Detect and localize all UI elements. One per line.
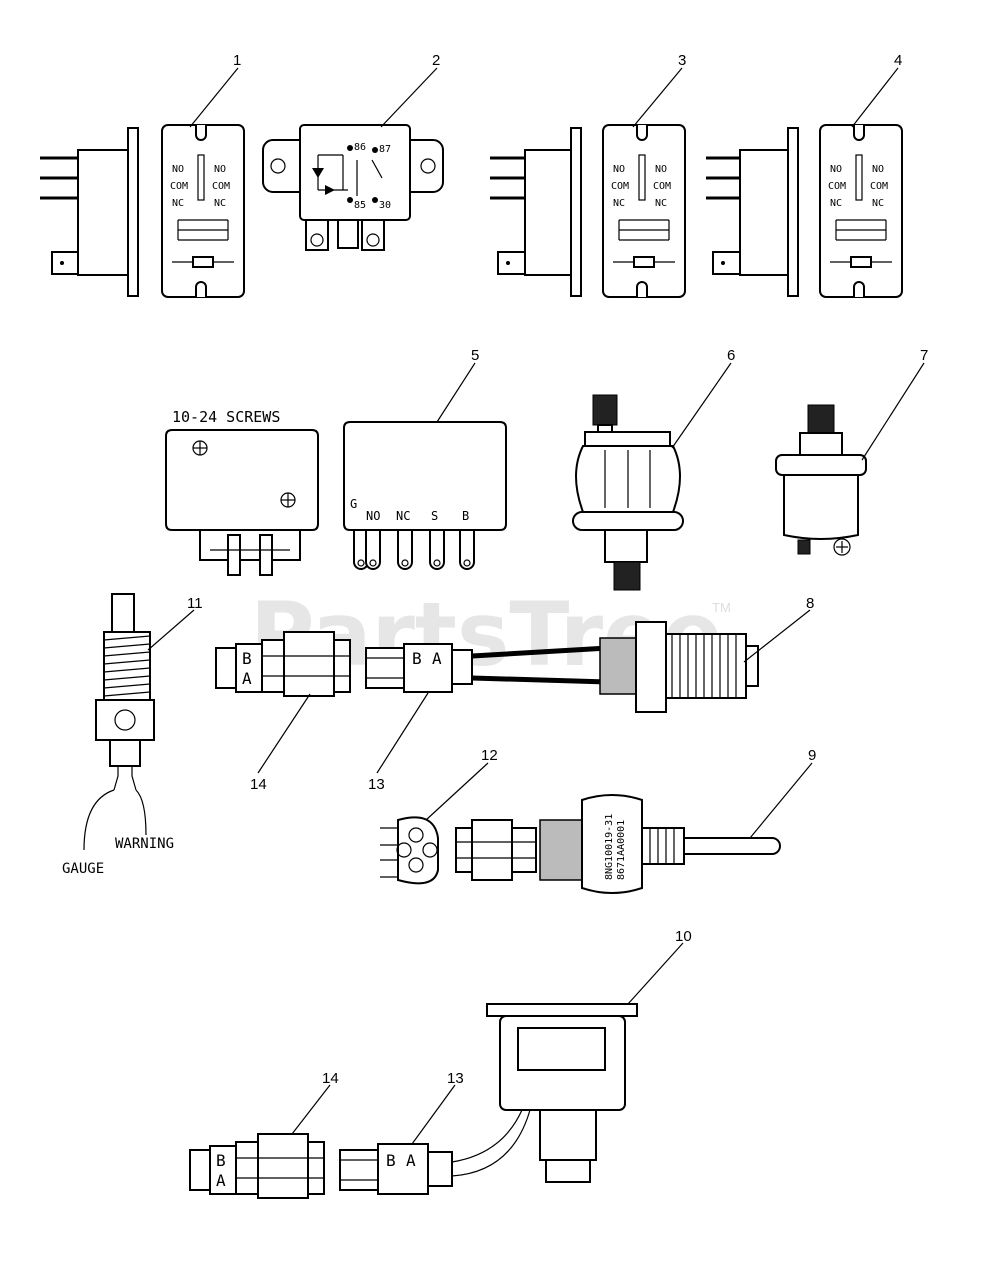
- relay3-com-right: COM: [653, 181, 671, 192]
- relay2-pin-87: 87: [379, 144, 391, 155]
- callout-13-upper: 13: [368, 776, 385, 793]
- part-9-sender[interactable]: 8NG10019-31 8671AA0001: [539, 794, 781, 894]
- c14-upper-letter-a: A: [242, 669, 252, 688]
- part-12-connector[interactable]: [380, 816, 537, 885]
- callout-10: 10: [675, 928, 692, 945]
- part-13-connector-lower[interactable]: B A: [339, 1143, 453, 1195]
- relay3-com-left: COM: [611, 181, 629, 192]
- relay1-nc-left: NC: [172, 198, 184, 209]
- c13-upper-letter-b: B: [412, 649, 422, 668]
- callout-3: 3: [678, 52, 686, 69]
- callout-8: 8: [806, 595, 814, 612]
- terminal-nc: NC: [396, 509, 410, 523]
- part-14-connector-upper[interactable]: B A: [215, 631, 351, 697]
- relay1-no-left: NO: [172, 164, 184, 175]
- c14-lower-letter-a: A: [216, 1171, 226, 1190]
- sender9-serial: 8671AA0001: [616, 820, 627, 880]
- callout-2: 2: [432, 52, 440, 69]
- callout-14-upper: 14: [250, 776, 267, 793]
- callout-12: 12: [481, 747, 498, 764]
- relay4-nc-right: NC: [872, 198, 884, 209]
- callout-6: 6: [727, 347, 735, 364]
- c13-upper-letter-a: A: [432, 649, 442, 668]
- c13-lower-letter-a: A: [406, 1151, 416, 1170]
- relay1-com-left: COM: [170, 181, 188, 192]
- terminal-no: NO: [366, 509, 380, 523]
- terminal-s: S: [431, 509, 438, 523]
- part-1-relay[interactable]: NO NO COM COM NC NC: [40, 124, 245, 298]
- warning-lead-label: WARNING: [115, 836, 174, 852]
- relay1-nc-right: NC: [214, 198, 226, 209]
- callout-14-lower: 14: [322, 1070, 339, 1087]
- part-4-relay[interactable]: NO NO COM COM NC NC: [706, 124, 903, 298]
- callout-9: 9: [808, 747, 816, 764]
- relay1-no-right: NO: [214, 164, 226, 175]
- relay4-no-right: NO: [872, 164, 884, 175]
- relay2-pin-85: 85: [354, 200, 366, 211]
- part-2-relay[interactable]: 86 87 85 30: [262, 124, 444, 251]
- callout-leaders: [147, 67, 925, 1145]
- callout-numbers: 1 2 3 4 5 6 7 11 8 14 13 12 9 10 14 13: [187, 52, 928, 1087]
- callout-1: 1: [233, 52, 241, 69]
- c13-lower-letter-b: B: [386, 1151, 396, 1170]
- gauge-lead-label: GAUGE: [62, 861, 104, 877]
- part-6-oil-pressure-sender[interactable]: [572, 394, 684, 591]
- relay4-no-left: NO: [830, 164, 842, 175]
- relay3-no-right: NO: [655, 164, 667, 175]
- part-10-gauge[interactable]: [451, 1003, 638, 1183]
- part-11-temperature-switch[interactable]: GAUGE WARNING: [62, 593, 174, 877]
- part-8-sensor[interactable]: [471, 621, 759, 713]
- part-5-solenoid[interactable]: 10-24 SCREWS G NO NC S B: [165, 408, 507, 576]
- callout-5: 5: [471, 347, 479, 364]
- terminal-g: G: [350, 497, 357, 511]
- callout-4: 4: [894, 52, 902, 69]
- callout-11: 11: [187, 595, 203, 612]
- c14-lower-letter-b: B: [216, 1151, 226, 1170]
- part-14-connector-lower[interactable]: B A: [189, 1133, 325, 1199]
- part-13-connector-upper[interactable]: B A: [365, 643, 473, 693]
- relay2-pin-86: 86: [354, 142, 366, 153]
- screws-note: 10-24 SCREWS: [172, 408, 280, 426]
- relay1-com-right: COM: [212, 181, 230, 192]
- callout-13-lower: 13: [447, 1070, 464, 1087]
- relay3-no-left: NO: [613, 164, 625, 175]
- terminal-b: B: [462, 509, 469, 523]
- relay2-pin-30: 30: [379, 200, 391, 211]
- part-7-pressure-switch[interactable]: [775, 404, 867, 556]
- relay4-nc-left: NC: [830, 198, 842, 209]
- relay3-nc-left: NC: [613, 198, 625, 209]
- relay4-com-right: COM: [870, 181, 888, 192]
- part-3-relay[interactable]: NO NO COM COM NC NC: [490, 124, 686, 298]
- relay3-nc-right: NC: [655, 198, 667, 209]
- watermark-tm: TM: [712, 600, 731, 615]
- relay4-com-left: COM: [828, 181, 846, 192]
- c14-upper-letter-b: B: [242, 649, 252, 668]
- sender9-part-number: 8NG10019-31: [604, 814, 615, 880]
- callout-7: 7: [920, 347, 928, 364]
